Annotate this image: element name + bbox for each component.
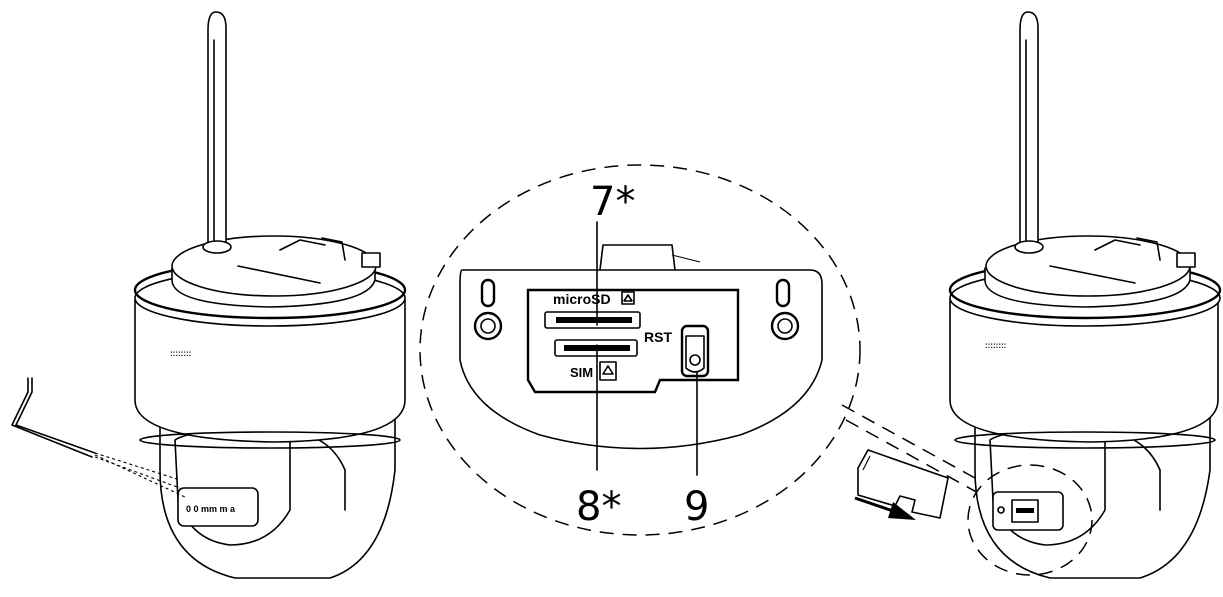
microsd-label: microSD: [553, 291, 611, 307]
sim-label: SIM: [570, 365, 593, 380]
reset-pin-tool: [11, 377, 96, 458]
right-camera-dome: [974, 409, 1211, 579]
microsd-slot: microSD: [544, 291, 641, 329]
left-antenna: [207, 11, 227, 250]
zoom-callout: microSD SIM RST 7* 8* 9: [419, 164, 861, 536]
callout-microsd: 7*: [590, 179, 635, 225]
left-speaker-grille: ::::::::: [170, 349, 191, 358]
zoom-connector-line: [841, 404, 976, 479]
svg-text:0 0 mm m a: 0 0 mm m a: [186, 504, 236, 514]
left-camera: 0 0 mm m a ::::::::: [11, 11, 407, 579]
reset-label: RST: [644, 329, 672, 345]
right-speaker-grille: ::::::::: [985, 341, 1006, 350]
right-camera-body: [949, 299, 1219, 443]
left-camera-cap: [171, 235, 377, 297]
microsd-card: [857, 449, 949, 519]
zoom-circle: [419, 164, 861, 536]
right-camera: ::::::::: [948, 11, 1222, 579]
port-panel-plate: [459, 269, 823, 450]
sim-slot: SIM: [554, 339, 638, 381]
insert-arrow: [854, 496, 916, 520]
reset-button: RST: [644, 324, 710, 378]
left-port-cover: [177, 487, 259, 527]
left-camera-body: [134, 299, 406, 443]
right-zoom-marker: [967, 464, 1093, 576]
right-antenna: [1019, 11, 1039, 250]
callout-reset: 9: [684, 484, 709, 530]
left-camera-dome: [159, 409, 396, 579]
callout-sim: 8*: [576, 484, 621, 530]
